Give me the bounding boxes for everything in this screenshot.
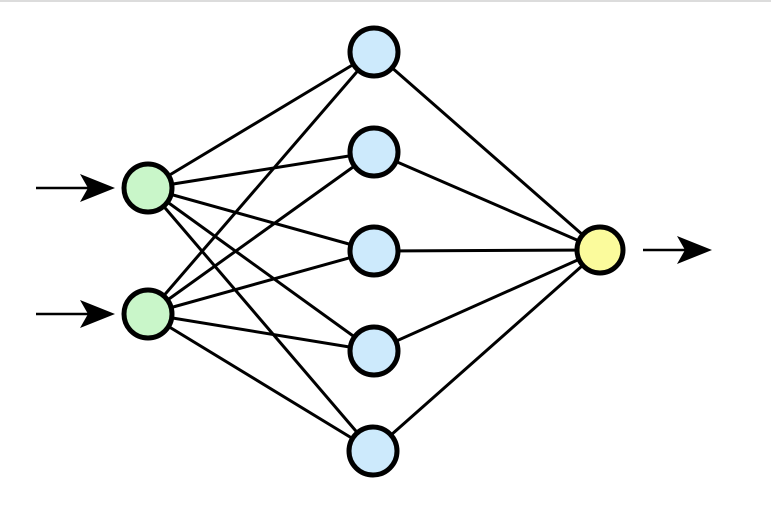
edge-input-2-hidden-4	[147, 312, 375, 353]
edge-input-1-hidden-5	[146, 187, 375, 452]
edge-input-2-hidden-3	[147, 249, 375, 316]
node-output-1	[574, 224, 626, 276]
edge-input-2-hidden-2	[147, 150, 375, 316]
edge-input-1-hidden-4	[147, 186, 375, 353]
edge-hidden-1-output-1	[373, 50, 601, 252]
edge-hidden-2-output-1	[373, 150, 601, 252]
node-input-2	[121, 287, 175, 341]
node-hidden-2	[347, 125, 401, 179]
edge-hidden-5-output-1	[372, 248, 601, 453]
node-hidden-5	[346, 424, 400, 478]
node-hidden-4	[347, 324, 401, 378]
output-arrow-head	[677, 236, 712, 264]
node-input-1	[121, 161, 175, 215]
edge-input-1-hidden-2	[147, 150, 375, 190]
edge-hidden-3-output-1	[373, 248, 601, 253]
edge-input-1-hidden-1	[147, 50, 375, 190]
edge-hidden-4-output-1	[373, 248, 601, 353]
input-arrow-1-head	[80, 174, 115, 202]
node-hidden-3	[347, 224, 401, 278]
edge-input-2-hidden-5	[147, 312, 374, 453]
input-arrow-2-head	[80, 300, 115, 328]
edge-input-1-hidden-3	[147, 186, 375, 253]
node-hidden-1	[347, 25, 401, 79]
edge-input-2-hidden-1	[146, 51, 376, 315]
